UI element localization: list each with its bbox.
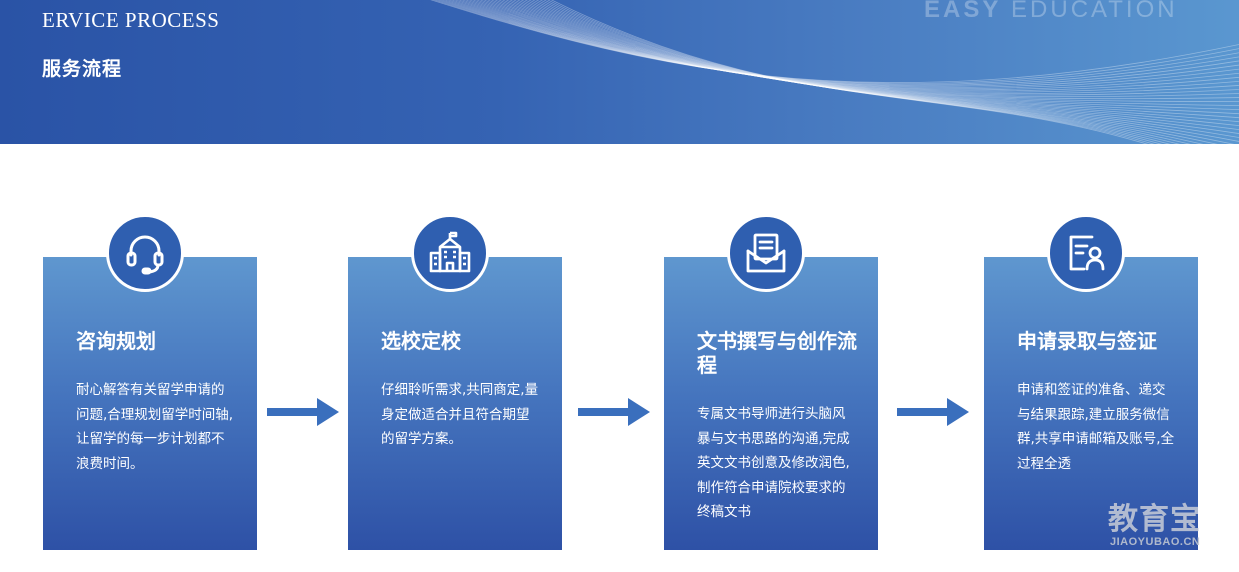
step-card-application-visa: 申请录取与签证 申请和签证的准备、递交与结果跟踪,建立服务微信群,共享申请邮箱及… [984, 257, 1198, 550]
step-card-consulting: 咨询规划 耐心解答有关留学申请的问题,合理规划留学时间轴,让留学的每一步计划都不… [43, 257, 257, 550]
step-title: 文书撰写与创作流程 [697, 329, 857, 377]
site-watermark-url: JIAOYUBAO.CN [1110, 536, 1201, 548]
arrow-right-icon [267, 398, 339, 426]
step-description: 耐心解答有关留学申请的问题,合理规划留学时间轴,让留学的每一步计划都不浪费时间。 [76, 382, 234, 472]
section-title-english: ERVICE PROCESS [42, 8, 220, 32]
headset-icon [106, 214, 184, 292]
school-building-icon [411, 214, 489, 292]
document-envelope-icon [727, 214, 805, 292]
user-id-card-icon [1047, 214, 1125, 292]
site-watermark-logo: 教育宝 [1108, 502, 1201, 537]
arrow-right-icon [897, 398, 969, 426]
step-title: 咨询规划 [76, 329, 156, 353]
step-title: 申请录取与签证 [1017, 329, 1157, 353]
wave-lines-decoration [430, 0, 1239, 144]
step-card-school-selection: 选校定校 仔细聆听需求,共同商定,量身定做适合并且符合期望的留学方案。 [348, 257, 562, 550]
brand-watermark: EASY EDUCATION [924, 0, 1178, 23]
arrow-right-icon [578, 398, 650, 426]
section-title-chinese: 服务流程 [42, 58, 123, 80]
step-description: 专属文书导师进行头脑风暴与文书思路的沟通,完成英文文书创意及修改润色,制作符合申… [697, 406, 850, 520]
header-banner: ERVICE PROCESS 服务流程 EASY EDUCATION [0, 0, 1239, 144]
step-description: 申请和签证的准备、递交与结果跟踪,建立服务微信群,共享申请邮箱及账号,全过程全透 [1017, 382, 1175, 472]
step-title: 选校定校 [381, 329, 461, 353]
step-description: 仔细聆听需求,共同商定,量身定做适合并且符合期望的留学方案。 [381, 382, 539, 447]
step-card-essay-writing: 文书撰写与创作流程 专属文书导师进行头脑风暴与文书思路的沟通,完成英文文书创意及… [664, 257, 878, 550]
